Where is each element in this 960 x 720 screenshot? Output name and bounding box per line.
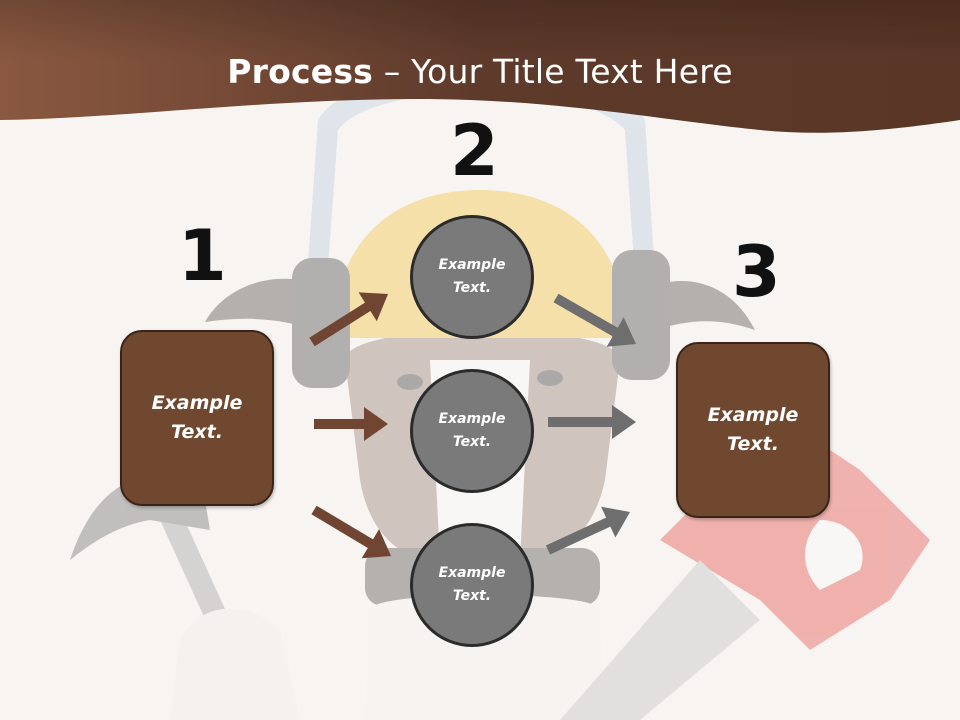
step-number-2: 2 bbox=[450, 110, 499, 192]
dog-ear-icon bbox=[205, 278, 755, 332]
hammer-icon bbox=[70, 470, 300, 720]
title-strong: Process bbox=[227, 52, 374, 91]
arrow-mid-to-right-box-icon bbox=[548, 405, 636, 439]
process-circle-top[interactable]: Example Text. bbox=[410, 215, 534, 339]
step-number-3: 3 bbox=[732, 231, 781, 313]
process-circle-bottom[interactable]: Example Text. bbox=[410, 523, 534, 647]
arrows-layer bbox=[309, 292, 636, 559]
process-circle-middle-label: Example Text. bbox=[438, 411, 506, 450]
arrow-to-bottom-circle-icon bbox=[311, 505, 391, 559]
ear-muff-right-icon bbox=[612, 250, 670, 380]
arrow-bot-to-right-box-icon bbox=[545, 506, 630, 555]
process-circle-top-label: Example Text. bbox=[438, 257, 506, 296]
left-step-box[interactable]: Example Text. bbox=[120, 330, 274, 506]
right-step-box-label: Example Text. bbox=[707, 404, 799, 455]
title-rest: – Your Title Text Here bbox=[373, 52, 733, 91]
left-step-box-label: Example Text. bbox=[151, 392, 243, 443]
ear-muff-left-icon bbox=[292, 258, 350, 388]
arrow-top-to-right-box-icon bbox=[553, 293, 636, 347]
step-number-1: 1 bbox=[178, 215, 227, 297]
process-circle-bottom-label: Example Text. bbox=[438, 565, 506, 604]
page-title: Process – Your Title Text Here bbox=[0, 52, 960, 91]
right-step-box[interactable]: Example Text. bbox=[676, 342, 830, 518]
header-banner bbox=[0, 0, 960, 133]
arrow-to-top-circle-icon bbox=[309, 292, 388, 347]
arrow-to-middle-circle-icon bbox=[314, 407, 388, 441]
process-circle-middle[interactable]: Example Text. bbox=[410, 369, 534, 493]
